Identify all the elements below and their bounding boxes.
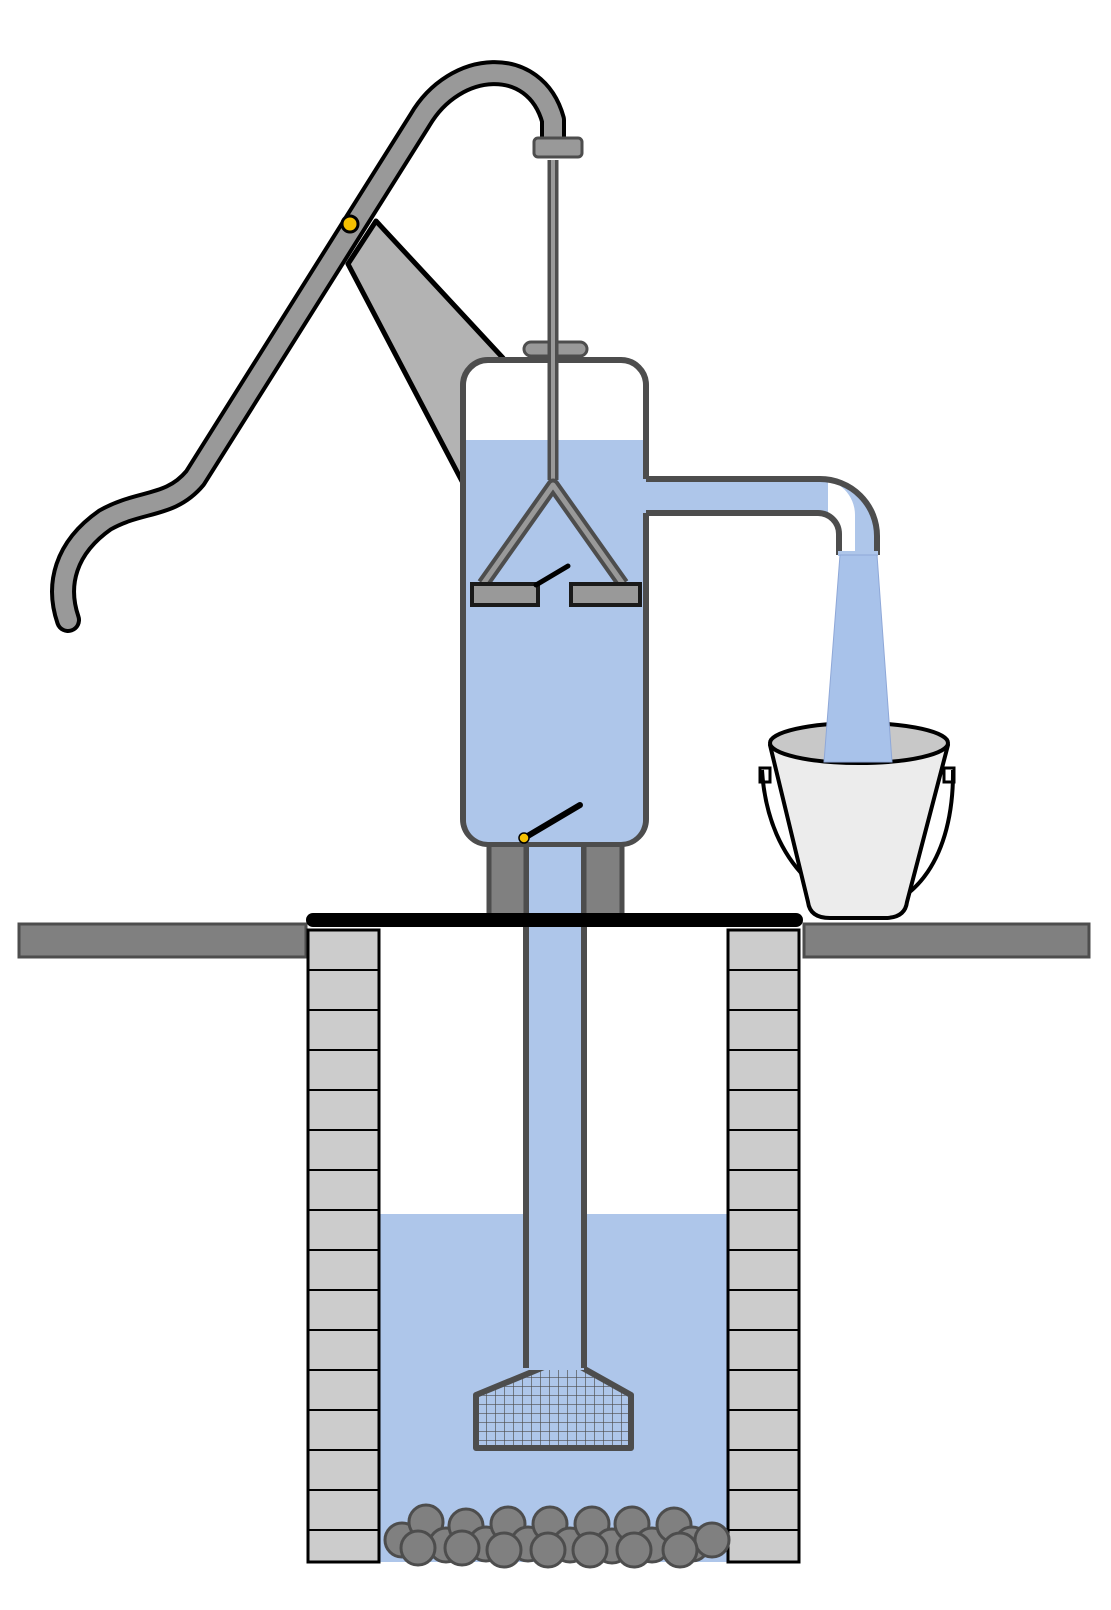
well-wall-left (306, 928, 381, 1564)
spout-opening (838, 551, 878, 556)
well-wall-right (726, 928, 801, 1564)
piston-rod (477, 160, 629, 588)
gravel-stone (443, 1529, 481, 1567)
foot-valve (518, 802, 583, 844)
ground-slab (17, 922, 1091, 959)
gravel-stone (693, 1521, 731, 1559)
pump-handle (50, 60, 584, 633)
pivot-pin (340, 214, 360, 234)
gravel-stone (571, 1531, 609, 1569)
bucket (758, 721, 956, 920)
gravel-stone (615, 1531, 653, 1569)
brick-column (306, 928, 381, 1564)
piston-valve (533, 563, 571, 588)
gravel-stone (399, 1529, 437, 1567)
gravel-stone (529, 1531, 567, 1569)
water-stream (823, 554, 893, 763)
brick-column (726, 928, 801, 1564)
gravel (383, 1503, 731, 1569)
suction-pipe (523, 840, 587, 1370)
gravel-stone (485, 1531, 523, 1569)
spout (646, 476, 880, 555)
piston (470, 582, 642, 607)
gravel-stone (661, 1531, 699, 1569)
pump-base (486, 839, 625, 921)
